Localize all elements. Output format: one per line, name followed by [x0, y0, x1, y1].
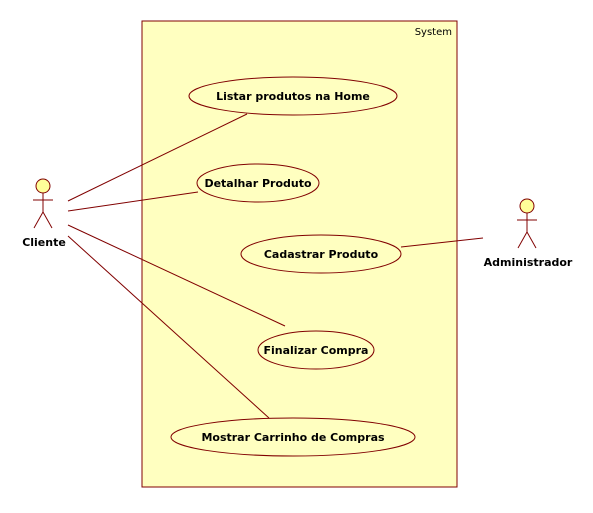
- use-case-carrinho[interactable]: Mostrar Carrinho de Compras: [170, 417, 416, 457]
- association-cliente-finalizar: [67, 224, 286, 327]
- association-administrador-cadastrar: [400, 237, 484, 248]
- use-case-detalhar[interactable]: Detalhar Produto: [196, 163, 320, 203]
- actor-leg-left: [33, 211, 44, 229]
- actor-label: Cliente: [22, 236, 66, 249]
- use-case-ellipse: [188, 76, 398, 116]
- actor-label: Administrador: [484, 256, 573, 269]
- use-case-cadastrar[interactable]: Cadastrar Produto: [240, 234, 402, 274]
- actor-leg-left: [517, 231, 528, 249]
- actor-leg-right: [42, 211, 53, 229]
- use-case-label: Listar produtos na Home: [216, 90, 370, 103]
- use-case-ellipse: [196, 163, 320, 203]
- association-cliente-carrinho: [67, 235, 270, 419]
- associations: [67, 113, 484, 419]
- use-case-label: Detalhar Produto: [204, 177, 312, 190]
- use-case-label: Mostrar Carrinho de Compras: [201, 431, 385, 444]
- association-cliente-listar: [67, 113, 248, 202]
- actor-cliente[interactable]: Cliente: [22, 178, 66, 249]
- association-cliente-detalhar: [67, 191, 199, 212]
- use-case-ellipse: [257, 330, 375, 370]
- use-case-listar[interactable]: Listar produtos na Home: [188, 76, 398, 116]
- actor-administrador[interactable]: Administrador: [484, 198, 573, 269]
- system-label: System: [415, 27, 452, 38]
- actor-leg-right: [526, 231, 537, 249]
- use-case-ellipse: [170, 417, 416, 457]
- use-case-finalizar[interactable]: Finalizar Compra: [257, 330, 375, 370]
- use-case-label: Cadastrar Produto: [264, 248, 379, 261]
- use-case-ellipse: [240, 234, 402, 274]
- actor-head: [519, 198, 535, 214]
- use-case-label: Finalizar Compra: [264, 344, 369, 357]
- actor-head: [35, 178, 51, 194]
